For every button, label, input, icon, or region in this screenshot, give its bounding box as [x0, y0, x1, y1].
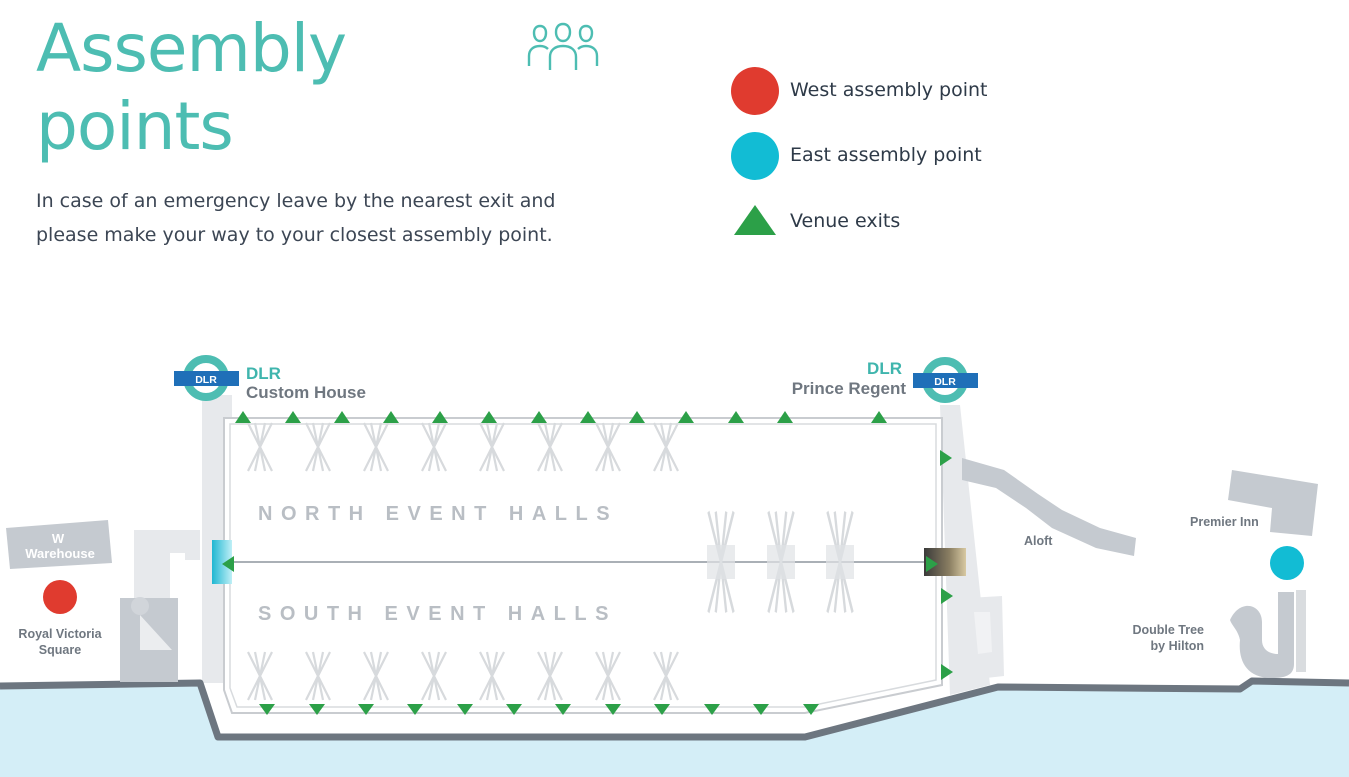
- intro-text: In case of an emergency leave by the nea…: [36, 184, 636, 252]
- venue-exits-south: [259, 704, 819, 715]
- east-assembly-dot-icon: [731, 132, 779, 180]
- double-tree-wing: [1296, 590, 1306, 672]
- w-warehouse-label-2: Warehouse: [25, 546, 95, 561]
- intro-line-2: please make your way to your closest ass…: [36, 224, 553, 246]
- premier-inn-building: [1228, 470, 1318, 536]
- page-title-line-1: Assembly: [36, 10, 347, 87]
- west-entrance: [212, 540, 232, 584]
- legend-label-west: West assembly point: [790, 79, 988, 101]
- dlr-custom-house-line1: DLR: [246, 364, 281, 383]
- royal-victoria-label-1: Royal Victoria: [18, 627, 102, 641]
- venue-building: [223, 417, 943, 714]
- double-tree-building: [1230, 592, 1294, 678]
- page-title-line-2: points: [36, 88, 234, 165]
- people-group-icon: [527, 22, 599, 70]
- premier-inn-label: Premier Inn: [1190, 515, 1259, 529]
- east-buildings: [968, 596, 1004, 678]
- south-event-halls-label: SOUTH EVENT HALLS: [258, 603, 617, 625]
- venue-building-inner: [229, 423, 937, 708]
- dlr-badge-west: DLR: [195, 374, 217, 386]
- legend-label-exits: Venue exits: [790, 210, 901, 232]
- west-buildings: [120, 530, 200, 682]
- legend-label-east: East assembly point: [790, 144, 982, 166]
- aloft-label: Aloft: [1024, 534, 1053, 548]
- legend-item-exits: Venue exits: [730, 197, 1050, 247]
- north-event-halls-label: NORTH EVENT HALLS: [258, 503, 618, 525]
- aloft-building: [962, 458, 1136, 556]
- dlr-prince-regent-line1: DLR: [867, 359, 902, 378]
- east-assembly-point: [1270, 546, 1304, 580]
- venue-exit-west: [222, 556, 234, 572]
- dlr-custom-house-line2: Custom House: [246, 383, 366, 402]
- central-trusses: [707, 512, 854, 613]
- shoreline: [0, 677, 1349, 741]
- venue-exits-east: [926, 450, 953, 680]
- water: [0, 681, 1349, 777]
- dlr-custom-house-station: DLR: [174, 355, 239, 401]
- legend-item-west: West assembly point: [730, 66, 1050, 116]
- west-assembly-point: [43, 580, 77, 614]
- legend-item-east: East assembly point: [730, 131, 1050, 181]
- royal-victoria-label-2: Square: [39, 643, 81, 657]
- dlr-prince-regent-line2: Prince Regent: [792, 379, 907, 398]
- w-warehouse-building: [6, 520, 112, 569]
- dlr-prince-regent-station: DLR: [913, 357, 978, 403]
- west-assembly-dot-icon: [731, 67, 779, 115]
- dlr-badge-east: DLR: [934, 376, 956, 388]
- double-tree-label-2: by Hilton: [1151, 639, 1204, 653]
- venue-exit-triangle-icon: [734, 205, 776, 235]
- double-tree-label-1: Double Tree: [1132, 623, 1204, 637]
- intro-line-1: In case of an emergency leave by the nea…: [36, 190, 556, 212]
- w-warehouse-label-1: W: [52, 531, 65, 546]
- venue-exits-north: [235, 411, 887, 423]
